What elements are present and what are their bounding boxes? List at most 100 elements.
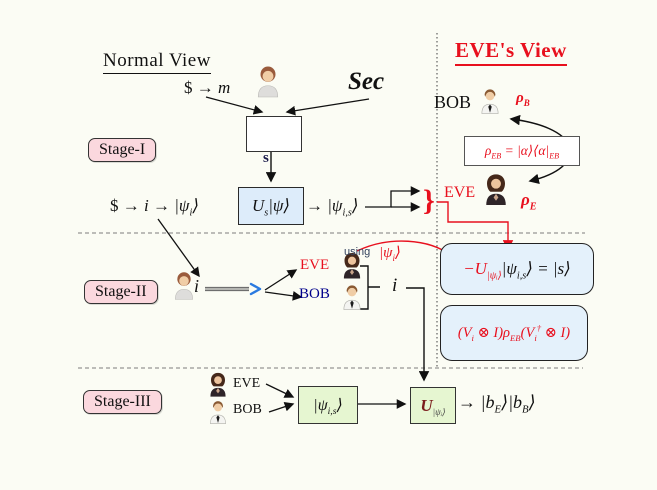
key-machine-box — [246, 116, 302, 152]
dollar-sign-2: $ — [110, 196, 119, 215]
stage2-i-label: i — [194, 276, 199, 297]
conj-s2: EB — [510, 332, 521, 343]
arrow-split-to-eve — [264, 269, 298, 291]
using-psi-i: |ψi⟩ — [379, 243, 401, 263]
us-ket: |ψ⟩ — [268, 196, 291, 215]
rho-b-sub: B — [523, 98, 530, 108]
u-measurement-box: U|ψᵢ⟩ — [410, 387, 456, 424]
psi-i-ket: |ψi⟩ — [174, 196, 199, 219]
stage1-badge: Stage-I — [88, 138, 157, 162]
psi-box-pre: |ψ — [313, 397, 328, 414]
stage2-bob-text: BOB — [299, 286, 330, 302]
red-brace-glyph: } — [423, 184, 435, 217]
inversion-equation: −U|ψᵢ⟩|ψi,s⟩ = |s⟩ — [463, 259, 571, 282]
us-sub: s — [264, 207, 269, 219]
s-key-label: s — [263, 150, 269, 167]
rho-eb-sym: ρ — [484, 143, 492, 158]
conjugation-equation: (Vi ⊗ I)ρEB(Vi† ⊗ I) — [457, 323, 571, 343]
output-arrow: → — [306, 196, 323, 215]
stage2-badge: Stage-II — [84, 280, 158, 304]
map-arrow-3: → — [152, 196, 170, 215]
eve-woman-icon — [478, 172, 514, 208]
us-operator-box: Us|ψ⟩ — [238, 187, 304, 225]
red-brace: } — [423, 184, 435, 218]
psi-box-sub: i,s — [327, 406, 337, 418]
secret-text: Sec — [348, 68, 385, 95]
rho-b-label: ρB — [516, 90, 530, 108]
measurement-result: → |bE⟩|bB⟩ — [458, 392, 536, 415]
result-arrow: → — [458, 392, 481, 412]
dollar-sign: $ — [184, 78, 193, 97]
eve-top-label: EVE — [444, 184, 475, 202]
using-psi-close: ⟩ — [394, 245, 401, 261]
arrow-eve-to-psibox — [265, 383, 295, 398]
line-i-to-ubox — [406, 287, 430, 382]
map-arrow-2: → — [122, 196, 140, 215]
psi-is-output: → |ψi,s⟩ — [306, 196, 359, 219]
map-arrow: → — [196, 78, 214, 97]
u-measurement-text: U|ψᵢ⟩ — [420, 395, 446, 417]
bob-top-text: BOB — [434, 92, 472, 112]
rho-eb-sub2: EB — [549, 151, 560, 161]
psi-is-state: |ψi,s⟩ — [313, 395, 343, 418]
script-u-sub: |ψᵢ⟩ — [432, 406, 446, 417]
result-kets: |bE⟩|bB⟩ — [481, 392, 536, 415]
conj-p4: ⊗ I) — [541, 324, 571, 341]
rho-b-sym: ρ — [516, 90, 524, 106]
psi-box-close: ⟩ — [336, 397, 343, 414]
stage2-i-mid-text: i — [392, 275, 398, 296]
stage3-eve-label: EVE — [233, 376, 260, 392]
rho-eb-rhs: = |α⟩⟨α| — [504, 143, 550, 158]
stage3-bob-text: BOB — [233, 402, 262, 417]
psi-is-close: ⟩ — [351, 196, 359, 215]
conjugation-equation-box: (Vi ⊗ I)ρEB(Vi† ⊗ I) — [440, 305, 588, 361]
stage2-label: Stage-II — [95, 283, 147, 300]
bob-top-label: BOB — [434, 92, 471, 113]
arrow-sec-to-machine — [285, 98, 370, 116]
arrow-split-to-bob — [264, 291, 303, 301]
stage2-i-text: i — [194, 276, 200, 296]
woman-icon — [250, 64, 286, 100]
inversion-psi: |ψ — [501, 259, 517, 278]
arrow-psiis-branch-top — [365, 186, 421, 208]
eves-view-title: EVE's View — [455, 38, 567, 66]
m-variable: m — [218, 78, 231, 97]
normal-view-title: Normal View — [103, 50, 211, 74]
stage3-eve-text: EVE — [233, 376, 261, 391]
rho-e-label: ρE — [521, 190, 537, 212]
eve-top-text: EVE — [444, 184, 476, 201]
normal-view-title-text: Normal View — [103, 50, 211, 71]
i-variable: i — [144, 196, 149, 215]
us-operator-text: Us|ψ⟩ — [252, 196, 291, 219]
using-label: using — [344, 246, 370, 258]
rho-eb-box: ρEB = |α⟩⟨α|EB — [464, 136, 580, 166]
stage2-eve-text: EVE — [300, 257, 330, 273]
red-path-brace-to-box1 — [437, 201, 514, 251]
inversion-psi-sub: i,s — [516, 270, 527, 282]
inversion-u-main: −U — [463, 259, 487, 278]
dollar-to-i-psi: $ → i → |ψi⟩ — [110, 196, 199, 219]
red-arrow-using-to-box1 — [356, 240, 455, 259]
conj-s3: i — [534, 332, 537, 343]
eve-woman-icon-stage3 — [204, 371, 232, 399]
using-psi-sub: i — [392, 253, 395, 263]
psi-i-pre: |ψ — [174, 196, 190, 215]
psi-is-pre: |ψ — [327, 196, 343, 215]
stage1-label: Stage-I — [99, 141, 146, 158]
stage3-bob-label: BOB — [233, 402, 262, 418]
eves-view-title-text: EVE's View — [455, 38, 567, 62]
arrow-bob-to-psibox — [268, 401, 295, 413]
secret-label: Sec — [348, 68, 384, 96]
bob-man-icon-stage3 — [204, 398, 232, 426]
psi-is-sub: i,s — [342, 207, 352, 219]
script-u: U — [420, 395, 433, 415]
result-m1: ⟩|b — [501, 392, 523, 412]
s-key-text: s — [263, 150, 269, 166]
psi-i-sub: i — [189, 207, 193, 219]
conj-p1: (V — [457, 324, 472, 341]
inversion-equation-box: −U|ψᵢ⟩|ψi,s⟩ = |s⟩ — [440, 243, 594, 295]
using-psi-pre: |ψ — [379, 245, 393, 261]
dollar-to-m: $ → m — [184, 78, 230, 98]
psi-is-state-box: |ψi,s⟩ — [298, 386, 358, 424]
result-s1: E — [494, 403, 502, 416]
